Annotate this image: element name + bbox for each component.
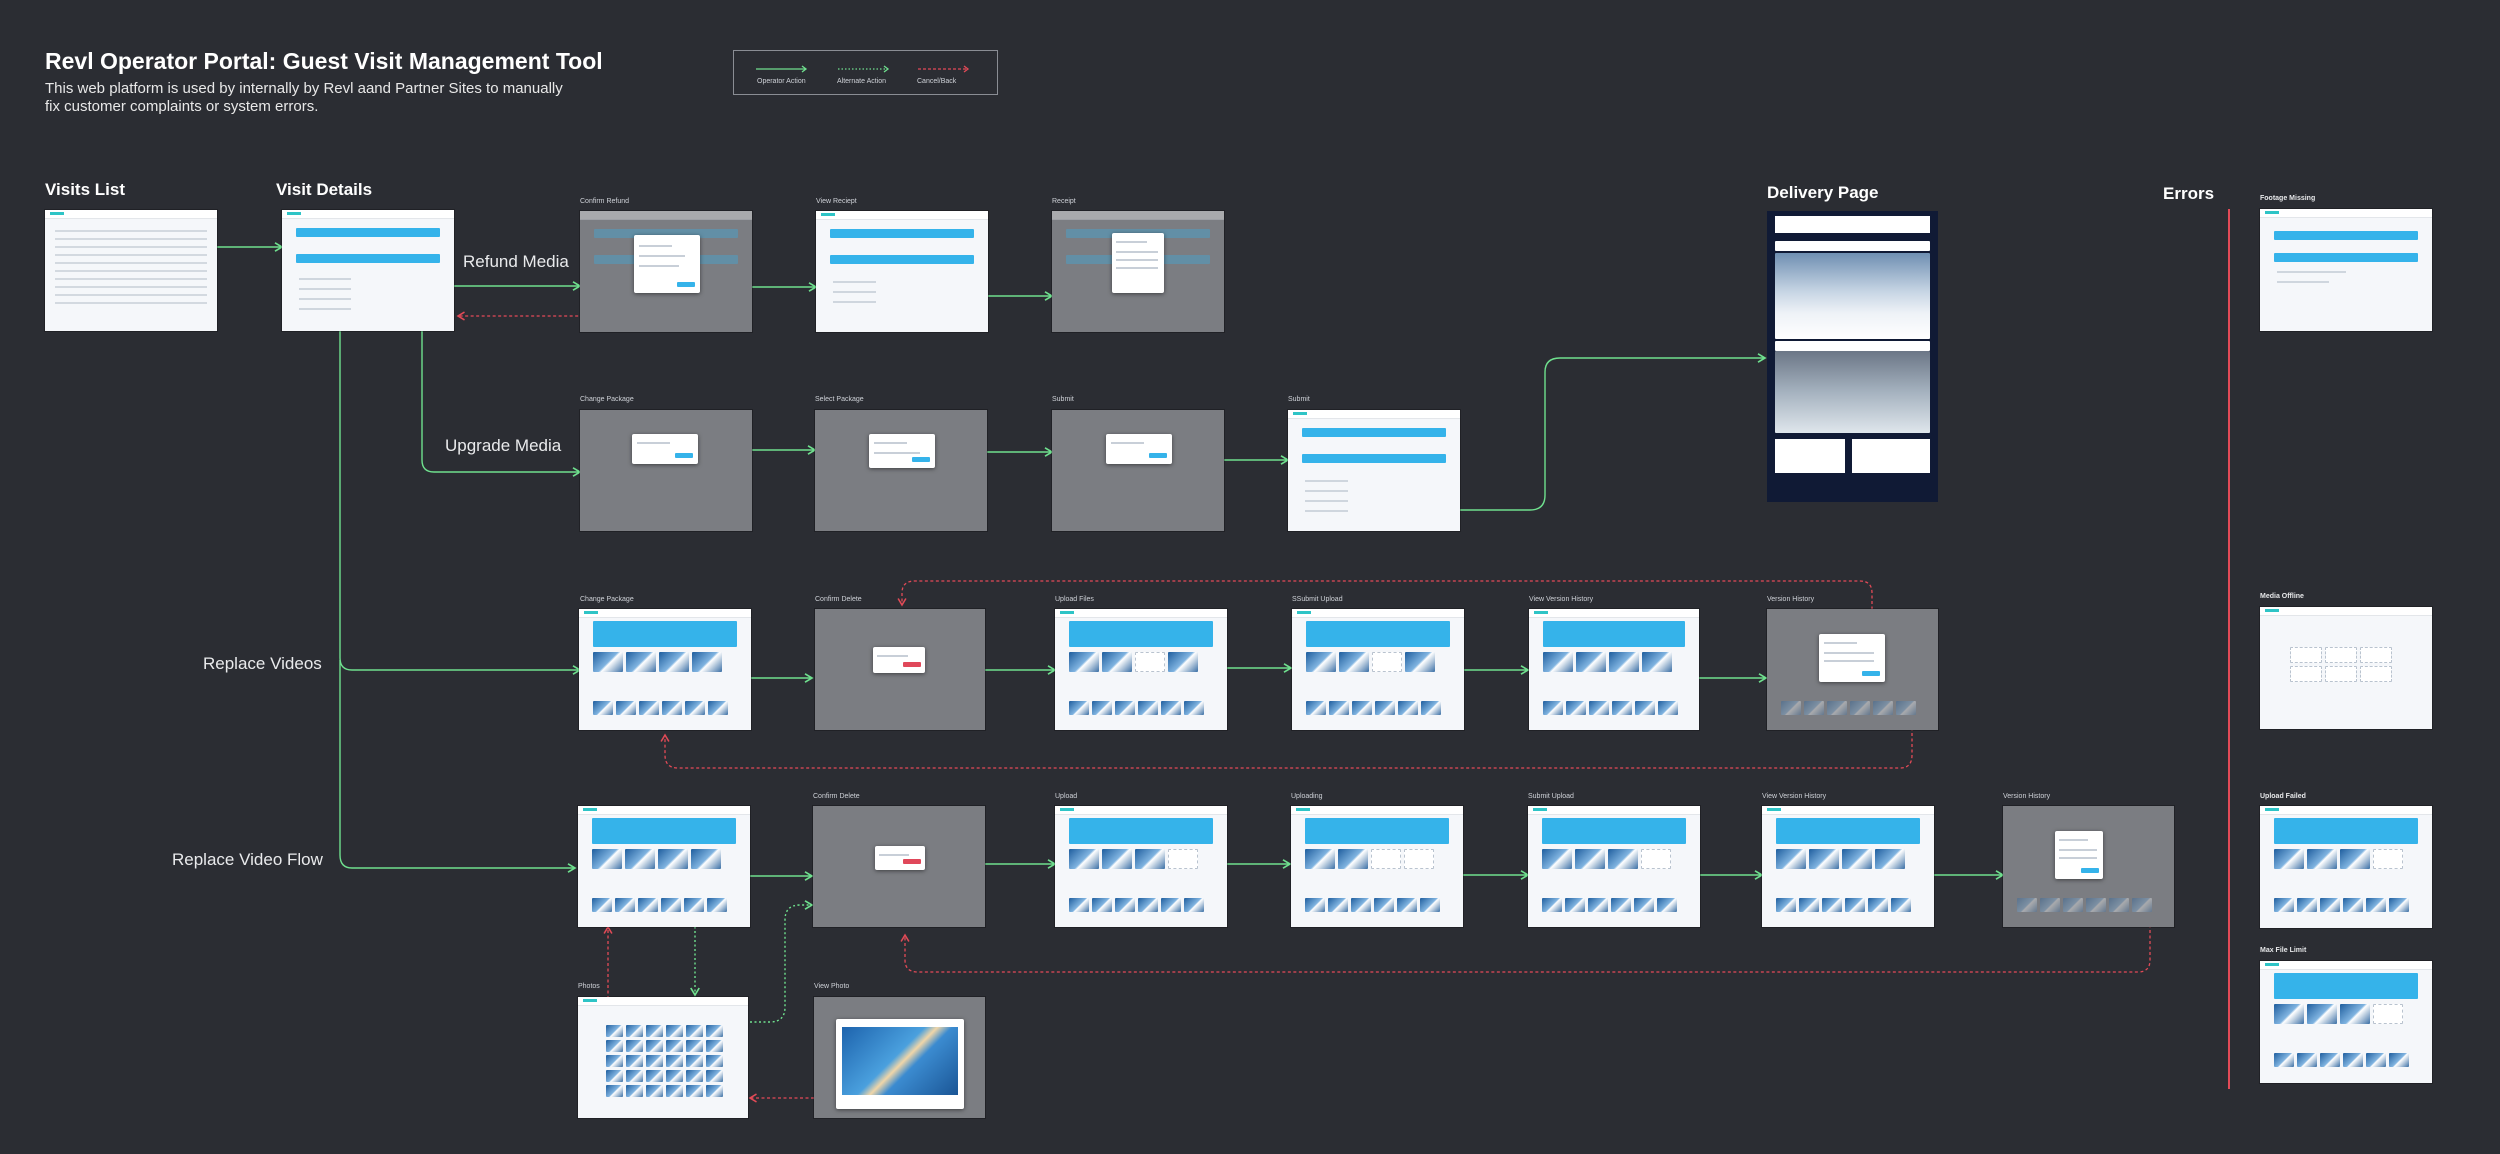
label-change-package: Change Package <box>580 396 634 403</box>
label-rvf-submit-upload: Submit Upload <box>1528 793 1574 800</box>
visits-list-screen[interactable] <box>45 210 217 331</box>
label-footage-missing: Footage Missing <box>2260 195 2316 202</box>
branch-refund-media: Refund Media <box>463 252 569 271</box>
confirm-refund-screen[interactable] <box>580 211 752 332</box>
legend: Operator Action Alternate Action Cancel/… <box>733 50 998 95</box>
label-upload-files: Upload Files <box>1055 596 1094 603</box>
label-rv-change-package: Change Package <box>580 596 634 603</box>
label-rv-confirm-delete: Confirm Delete <box>815 596 862 603</box>
submit-final-screen[interactable] <box>1288 410 1460 531</box>
label-submit: Submit <box>1052 396 1074 403</box>
label-upload: Upload <box>1055 793 1078 800</box>
submit-screen[interactable] <box>1052 410 1224 531</box>
upload-screen[interactable] <box>1055 806 1227 927</box>
errors-divider <box>2228 209 2230 1089</box>
label-media-offline: Media Offline <box>2260 593 2304 600</box>
media-offline-screen[interactable] <box>2260 607 2432 729</box>
label-photos: Photos <box>578 983 600 990</box>
view-photo-screen[interactable] <box>814 997 985 1118</box>
view-version-history-screen[interactable] <box>1529 609 1699 730</box>
label-view-photo: View Photo <box>814 983 850 990</box>
rvf-start-screen[interactable] <box>578 806 750 927</box>
select-package-screen[interactable] <box>815 410 987 531</box>
page-title: Revl Operator Portal: Guest Visit Manage… <box>45 48 603 74</box>
change-package-screen[interactable] <box>580 410 752 531</box>
delivery-page-screen[interactable] <box>1767 211 1938 502</box>
rvf-submit-upload-screen[interactable] <box>1528 806 1700 927</box>
visit-details-screen[interactable] <box>282 210 454 331</box>
branch-upgrade-media: Upgrade Media <box>445 436 562 455</box>
label-max-file-limit: Max File Limit <box>2260 947 2307 954</box>
uploading-screen[interactable] <box>1291 806 1463 927</box>
rv-change-package-screen[interactable] <box>579 609 751 730</box>
label-rvf-confirm-delete: Confirm Delete <box>813 793 860 800</box>
legend-lines <box>756 65 970 73</box>
label-submit-final: Submit <box>1288 396 1310 403</box>
label-rvf-version-history: Version History <box>2003 793 2051 800</box>
rvf-view-version-history-screen[interactable] <box>1762 806 1934 927</box>
view-reciept-screen[interactable] <box>816 211 988 332</box>
photos-screen[interactable] <box>578 997 748 1118</box>
branch-replace-video-flow: Replace Video Flow <box>172 850 323 869</box>
label-receipt: Receipt <box>1052 198 1076 205</box>
receipt-screen[interactable] <box>1052 211 1224 332</box>
ssubmit-upload-screen[interactable] <box>1292 609 1464 730</box>
upload-files-screen[interactable] <box>1055 609 1227 730</box>
label-select-package: Select Package <box>815 396 864 403</box>
heading-delivery-page: Delivery Page <box>1767 183 1879 202</box>
footage-missing-screen[interactable] <box>2260 209 2432 331</box>
rv-confirm-delete-screen[interactable] <box>815 609 985 730</box>
label-uploading: Uploading <box>1291 793 1323 800</box>
heading-visit-details: Visit Details <box>276 180 373 199</box>
rvf-confirm-delete-screen[interactable] <box>813 806 985 927</box>
heading-visits-list: Visits List <box>45 180 125 199</box>
label-ssubmit-upload: SSubmit Upload <box>1292 596 1343 603</box>
version-history-screen[interactable] <box>1767 609 1938 730</box>
max-file-limit-screen[interactable] <box>2260 961 2432 1083</box>
page-subtitle: This web platform is used by internally … <box>45 80 563 115</box>
rvf-version-history-screen[interactable] <box>2003 806 2174 927</box>
legend-alternate-action: Alternate Action <box>837 78 887 85</box>
label-confirm-refund: Confirm Refund <box>580 198 630 205</box>
label-rvf-view-version-history: View Version History <box>1762 793 1827 800</box>
heading-errors: Errors <box>2163 184 2215 203</box>
upload-failed-screen[interactable] <box>2260 806 2432 928</box>
legend-cancel-back: Cancel/Back <box>917 78 957 85</box>
legend-operator-action: Operator Action <box>757 78 806 85</box>
label-upload-failed: Upload Failed <box>2260 793 2306 800</box>
label-view-reciept: View Reciept <box>816 198 857 205</box>
branch-replace-videos: Replace Videos <box>203 654 322 673</box>
skydiving-photo <box>842 1027 958 1095</box>
label-view-version-history: View Version History <box>1529 596 1594 603</box>
label-version-history: Version History <box>1767 596 1815 603</box>
